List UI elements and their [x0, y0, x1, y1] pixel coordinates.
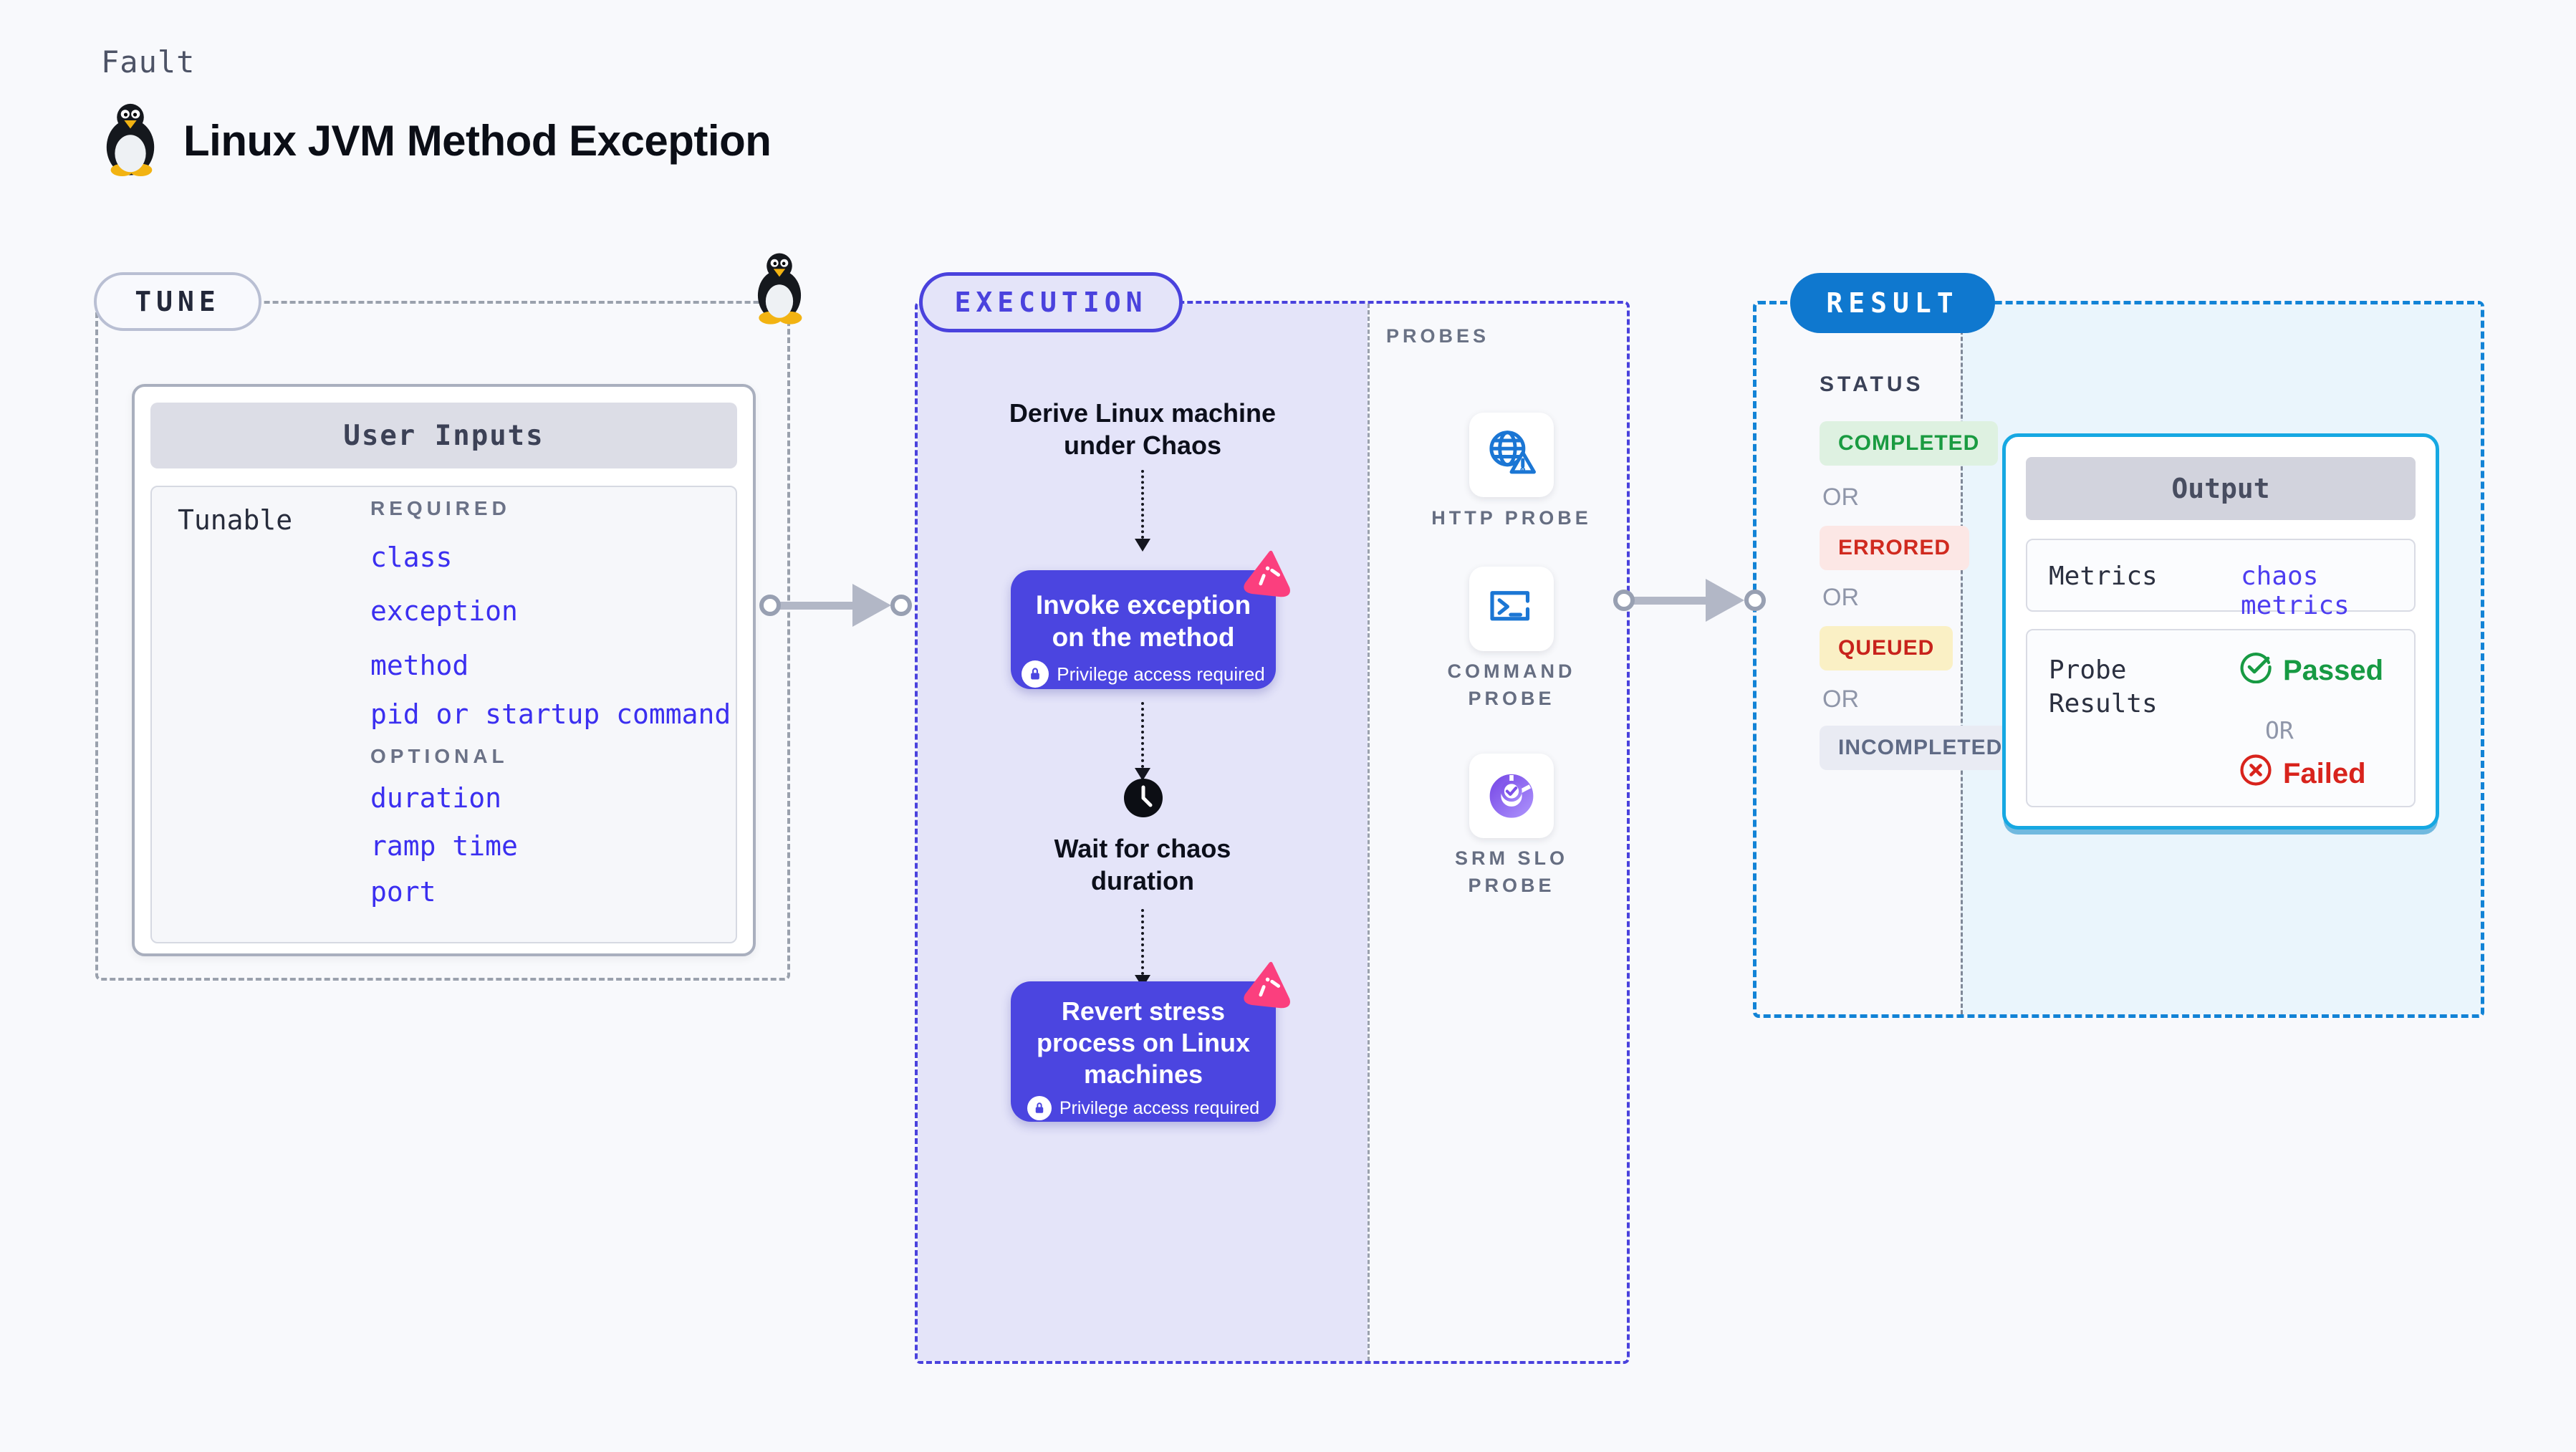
globe-alert-icon — [1486, 428, 1537, 483]
connector-dot — [890, 595, 912, 616]
command-probe-label: COMMAND PROBE — [1447, 660, 1576, 709]
slo-donut-icon — [1486, 769, 1537, 824]
passed-label: Passed — [2283, 654, 2384, 686]
page-title: Linux JVM Method Exception — [183, 117, 772, 165]
check-circle-icon — [2239, 650, 2272, 691]
tune-section: TUNE User Inputs Tunable REQUIRED class … — [94, 253, 802, 981]
tunable-link-exception[interactable]: exception — [370, 595, 518, 627]
probe-results-label: Probe Results — [2049, 655, 2158, 718]
srm-slo-probe-label: SRM SLO PROBE — [1454, 847, 1568, 896]
chaos-mark-icon — [1242, 959, 1295, 1010]
arrow-shaft — [777, 602, 860, 610]
connector-dot — [1744, 590, 1766, 611]
arrow-shaft — [1631, 597, 1711, 605]
http-probe-card[interactable] — [1469, 413, 1554, 497]
x-circle-icon — [2239, 754, 2272, 794]
command-probe-card[interactable] — [1469, 567, 1554, 651]
chaos-mark-icon — [1242, 548, 1295, 599]
srm-slo-probe-card[interactable] — [1469, 754, 1554, 838]
result-section: RESULT STATUS COMPLETED OR ERRORED OR QU… — [1753, 273, 2484, 1018]
invoke-exception-node[interactable]: Invoke exception on the method Privilege… — [1011, 550, 1290, 689]
optional-section-label: OPTIONAL — [370, 745, 509, 767]
arrow-head-icon — [852, 584, 891, 627]
tune-pill: TUNE — [94, 272, 261, 331]
result-pill: RESULT — [1790, 273, 1995, 333]
privilege-note: Privilege access required — [1011, 660, 1276, 688]
failed-label: Failed — [2283, 757, 2366, 789]
http-probe-label: HTTP PROBE — [1431, 507, 1592, 529]
terminal-icon — [1486, 582, 1537, 637]
status-badge-errored: ERRORED — [1820, 526, 1970, 570]
metrics-value-link[interactable]: chaos metrics — [2241, 562, 2350, 620]
required-section-label: REQUIRED — [370, 497, 511, 519]
user-inputs-card: User Inputs Tunable REQUIRED class excep… — [132, 384, 756, 956]
lock-icon — [1022, 660, 1049, 688]
derive-step-label: Derive Linux machine under Chaos — [1009, 398, 1277, 460]
passed-result: Passed — [2239, 650, 2383, 691]
or-label: OR — [2265, 716, 2294, 744]
privilege-note-text: Privilege access required — [1057, 663, 1265, 685]
user-inputs-header: User Inputs — [150, 403, 737, 468]
or-label: OR — [1822, 686, 1859, 713]
tunable-link-ramp-time[interactable]: ramp time — [370, 830, 518, 862]
connector-dot — [759, 595, 781, 616]
revert-stress-label: Revert stress process on Linux machines — [1036, 996, 1251, 1089]
arrow-head-icon — [1706, 579, 1744, 622]
tunable-link-class[interactable]: class — [370, 542, 453, 573]
status-badge-completed: COMPLETED — [1820, 421, 1999, 466]
probe-results-row: Probe Results Passed OR — [2026, 629, 2416, 807]
invoke-exception-label: Invoke exception on the method — [1035, 590, 1251, 652]
flow-arrowhead-icon — [1135, 539, 1150, 552]
failed-result: Failed — [2239, 754, 2366, 794]
connector-dot — [1613, 590, 1635, 611]
status-badge-incompleted: INCOMPLETED — [1820, 726, 2022, 770]
tunable-link-port[interactable]: port — [370, 876, 436, 908]
tunable-link-pid-or-startup-command[interactable]: pid or startup command — [370, 698, 731, 730]
tux-icon — [99, 102, 162, 180]
or-label: OR — [1822, 484, 1859, 511]
title-row: Linux JVM Method Exception — [99, 102, 772, 180]
probes-divider — [1368, 304, 1370, 1361]
result-divider — [1961, 304, 1963, 1014]
tunable-link-method[interactable]: method — [370, 650, 469, 681]
metrics-row: Metrics chaos metrics — [2026, 539, 2416, 620]
tunable-panel: Tunable REQUIRED class exception method … — [150, 486, 737, 943]
privilege-note: Privilege access required — [1011, 1096, 1276, 1120]
flow-dotted-line — [1141, 702, 1144, 768]
tux-icon-small — [750, 246, 809, 327]
flow-arrowhead-icon — [1135, 768, 1150, 781]
output-header: Output — [2026, 457, 2416, 520]
status-badge-queued: QUEUED — [1820, 626, 1953, 670]
revert-stress-node[interactable]: Revert stress process on Linux machines … — [1011, 961, 1290, 1122]
tunable-label: Tunable — [178, 504, 293, 536]
execution-pill: EXECUTION — [919, 272, 1183, 332]
or-label: OR — [1822, 584, 1859, 611]
metrics-label: Metrics — [2049, 562, 2158, 591]
status-heading: STATUS — [1820, 372, 1924, 396]
fault-kicker: Fault — [101, 44, 196, 80]
lock-icon — [1027, 1096, 1052, 1120]
flow-dotted-line — [1141, 909, 1144, 975]
clock-icon — [1123, 778, 1163, 818]
output-card: Output Metrics chaos metrics Probe Resul… — [2002, 433, 2439, 830]
flow-dotted-line — [1141, 470, 1144, 539]
tunable-link-duration[interactable]: duration — [370, 782, 502, 814]
execution-section: EXECUTION Derive Linux machine under Cha… — [915, 272, 1630, 1364]
probes-heading: PROBES — [1386, 325, 1490, 347]
wait-step-label: Wait for chaos duration — [1054, 834, 1231, 895]
privilege-note-text: Privilege access required — [1059, 1097, 1260, 1118]
